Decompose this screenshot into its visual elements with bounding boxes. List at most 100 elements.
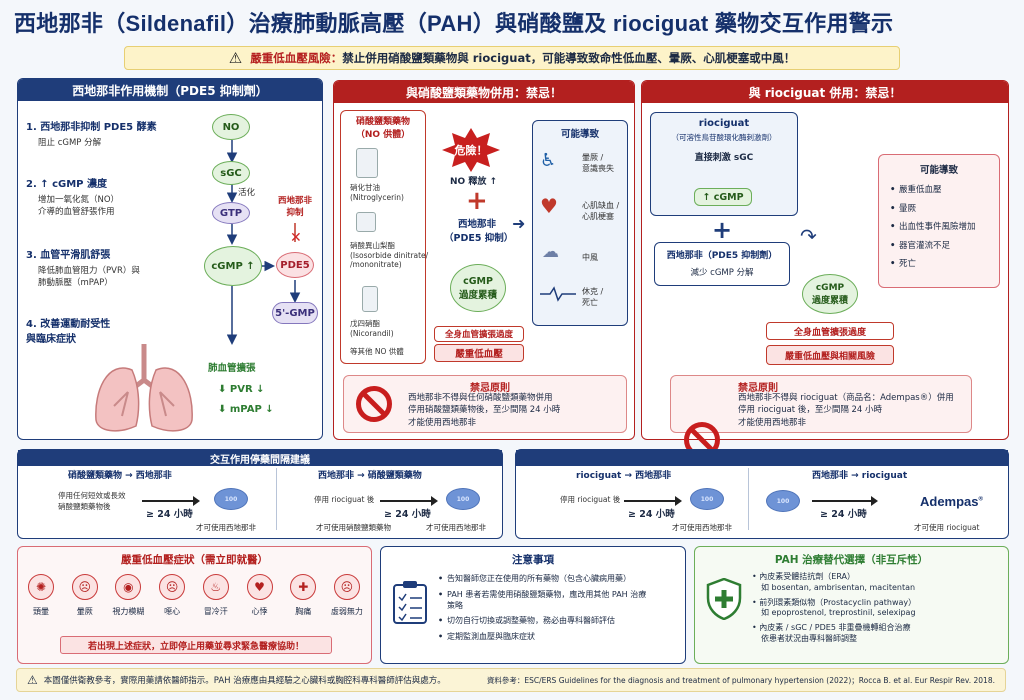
- symptom-row: ✺頭暈☹暈厥◉視力模糊☹噁心♨冒冷汗♥心悸✚胸痛☹虛弱無力: [24, 574, 364, 617]
- plus-icon: +: [466, 186, 488, 216]
- symptoms-header: 嚴重低血壓症狀（需立即就醫）: [121, 554, 268, 566]
- interval-note-1: 才可使用西地那非: [196, 523, 256, 532]
- rio-effect-item: 出血性事件風險增加: [890, 221, 976, 235]
- rio-ban-title: 禁忌原則: [738, 383, 778, 394]
- symptom-icon: ☹: [159, 574, 186, 600]
- shield-plus-icon: [706, 578, 742, 620]
- nitrate-list-title: 硝酸鹽類藥物 （NO 供體）: [355, 117, 411, 140]
- svg-text:✕: ✕: [290, 230, 302, 246]
- divider: [748, 468, 749, 530]
- rio-ban-text: 西地那非不得與 riociguat（商品名：Adempas®）併用 停用 rio…: [738, 393, 954, 428]
- arrow-line: [624, 496, 682, 506]
- interval-title-1: 硝酸鹽類藥物 → 西地那非: [68, 471, 172, 481]
- symptom-label: 視力模糊: [112, 607, 145, 616]
- interval-note-3: 才可使用西地那非: [672, 523, 732, 532]
- mech-step-desc: 阻止 cGMP 分解: [38, 138, 102, 148]
- effect-stroke: 中風: [582, 253, 598, 262]
- brain-icon: ☁: [542, 242, 559, 262]
- lungs-icon: [95, 344, 193, 432]
- sildenafil-inhibit-label: 西地那非 抑制: [278, 196, 313, 218]
- interval-note-2b: 才可使用西地那非: [426, 523, 486, 532]
- nitrate-ban-title: 禁忌原則: [470, 383, 510, 394]
- rio-effect-item: 死亡: [890, 258, 976, 272]
- notes-list: 告知醫師您正在使用的所有藥物（包含心臟病用藥） PAH 患者若需使用硝酸鹽類藥物…: [438, 574, 678, 648]
- nitrate-cgmp-node: cGMP 過度累積: [450, 264, 506, 312]
- prohibited-icon: [356, 386, 392, 422]
- alternatives-panel: [694, 546, 1009, 664]
- fainting-icon: ♿: [540, 150, 557, 171]
- mech-step-4: 4. 改善運動耐受性 與臨床症狀: [26, 317, 196, 347]
- symptom-label: 噁心: [164, 607, 181, 616]
- rio-vaso-box: 全身血管擴張過度: [766, 322, 894, 340]
- drug-nitroglycerin: 硝化甘油 (Nitroglycerin): [350, 183, 404, 202]
- nitrate-vaso-box: 全身血管擴張過度: [434, 326, 524, 342]
- riociguat-title: riociguat: [698, 118, 750, 129]
- nitrate-ban-text: 西地那非不得與任何硝酸鹽類藥物併用 停用硝酸鹽類藥物後，至少間隔 24 小時 才…: [408, 393, 561, 428]
- interval-note-2: 才可使用硝酸鹽類藥物: [316, 523, 391, 532]
- pill-icon: 100: [214, 488, 248, 510]
- symptom-item: ♥心悸: [243, 574, 277, 617]
- drug-other: 等其他 NO 供體: [350, 347, 404, 356]
- rio-effect-item: 器官灌流不足: [890, 240, 976, 254]
- interval-hours-2: ≥ 24 小時: [384, 509, 431, 520]
- mech-step-title: 3. 血管平滑肌舒張: [26, 250, 111, 261]
- down-arrow-icon: ⬇: [218, 384, 227, 395]
- warning-label: 嚴重低血壓風險：: [250, 51, 343, 65]
- alt-main: 內皮素受體拮抗劑（ERA）: [759, 572, 856, 581]
- clipboard-icon: [393, 581, 427, 624]
- symptom-label: 冒冷汗: [203, 607, 228, 616]
- interval-hours-4: ≥ 24 小時: [820, 509, 867, 520]
- interval-right-header: [516, 450, 1008, 466]
- mech-step-1: 1. 西地那非抑制 PDE5 酵素 阻止 cGMP 分解: [26, 118, 196, 148]
- symptom-item: ☹ 暈厥: [68, 574, 102, 617]
- isosorbide-icon: [356, 212, 376, 232]
- pill-icon: 100: [446, 488, 480, 510]
- nitroglycerin-icon: [356, 148, 378, 178]
- effect-mi: 心肌缺血 / 心肌梗塞: [582, 201, 620, 221]
- symptom-item: ☹ 虛弱無力: [330, 574, 364, 617]
- footer: ⚠ 本圖僅供衛教參考，實際用藥請依醫師指示。PAH 治療應由具經驗之心臟科或胸腔…: [16, 668, 1006, 692]
- riociguat-header: 與 riociguat 併用：禁忌！: [642, 81, 1008, 103]
- symptoms-alert: 若出現上述症狀，立即停止用藥並尋求緊急醫療協助！: [60, 636, 332, 654]
- mech-step-title: 1. 西地那非抑制 PDE5 酵素: [26, 122, 157, 133]
- riociguat-subtitle: （可溶性鳥苷酸環化酶刺激劑）: [671, 133, 777, 142]
- symptom-label: 暈厥: [76, 607, 93, 616]
- drug-isosorbide: 硝酸異山梨酯 (Isosorbide dinitrate/ /mononitra…: [350, 241, 429, 269]
- nitrate-list-box: [340, 110, 426, 364]
- symptom-label: 心悸: [251, 607, 268, 616]
- alternatives-list: • 內皮素受體拮抗劑（ERA）如 bosentan, ambrisentan, …: [752, 572, 1002, 645]
- nitrate-effects-title: 可能導致: [560, 129, 599, 140]
- riociguat-action: 直接刺激 sGC: [694, 153, 754, 163]
- node-gtp: GTP: [212, 202, 250, 224]
- interval-note-4: 才可使用 riociguat: [914, 523, 980, 532]
- symptom-icon: ☹: [333, 574, 360, 600]
- alt-item: • 內皮素 / sGC / PDE5 非重疊機轉組合治療依患者狀況由專科醫師調整: [752, 623, 1002, 645]
- rio-cgmp-node: cGMP 過度累積: [802, 274, 858, 314]
- heart-icon: ♥: [540, 194, 558, 218]
- symptom-icon: ◉: [115, 574, 142, 600]
- notes-header: 注意事項: [512, 554, 554, 566]
- interval-title-4: 西地那非 → riociguat: [812, 471, 908, 481]
- rio-effects-title: 可能導致: [919, 165, 958, 176]
- mech-step-2: 2. ↑ cGMP 濃度 增加一氧化氮（NO） 介導的血管舒張作用: [26, 175, 196, 217]
- alt-item: • 前列環素類似物（Prostacyclin pathway）如 epopros…: [752, 598, 1002, 620]
- footer-reference: 資料參考：ESC/ERS Guidelines for the diagnosi…: [486, 675, 995, 685]
- mpap-text: mPAP ↓: [229, 404, 274, 415]
- drug-nicorandil: 戊四硝酯 (Nicorandil): [350, 319, 394, 338]
- divider: [276, 468, 277, 530]
- interval-desc-2: 停用 riociguat 後: [314, 495, 375, 504]
- symptom-label: 虛弱無力: [330, 607, 363, 616]
- interval-title-2: 西地那非 → 硝酸鹽類藥物: [318, 471, 422, 481]
- alt-sub: 依患者狀況由專科醫師調整: [761, 633, 857, 643]
- arrow-line: [812, 496, 878, 506]
- down-arrow-icon: ⬇: [218, 404, 227, 415]
- node-sgc: sGC: [212, 161, 250, 185]
- symptom-icon: ☹: [71, 574, 98, 600]
- rio-effects-list: 嚴重低血壓 暈厥 出血性事件風險增加 器官灌流不足 死亡: [890, 184, 976, 277]
- alt-main: 前列環素類似物（Prostacyclin pathway）: [759, 597, 917, 607]
- danger-burst-icon: [442, 128, 500, 172]
- note-item: 切勿自行切換或調整藥物，務必由專科醫師評估: [438, 616, 678, 627]
- mpap-label: ⬇ mPAP ↓: [218, 404, 274, 415]
- nitrate-sildenafil-label: 西地那非 （PDE5 抑制）: [444, 219, 514, 244]
- footer-warning-icon: ⚠: [27, 673, 38, 687]
